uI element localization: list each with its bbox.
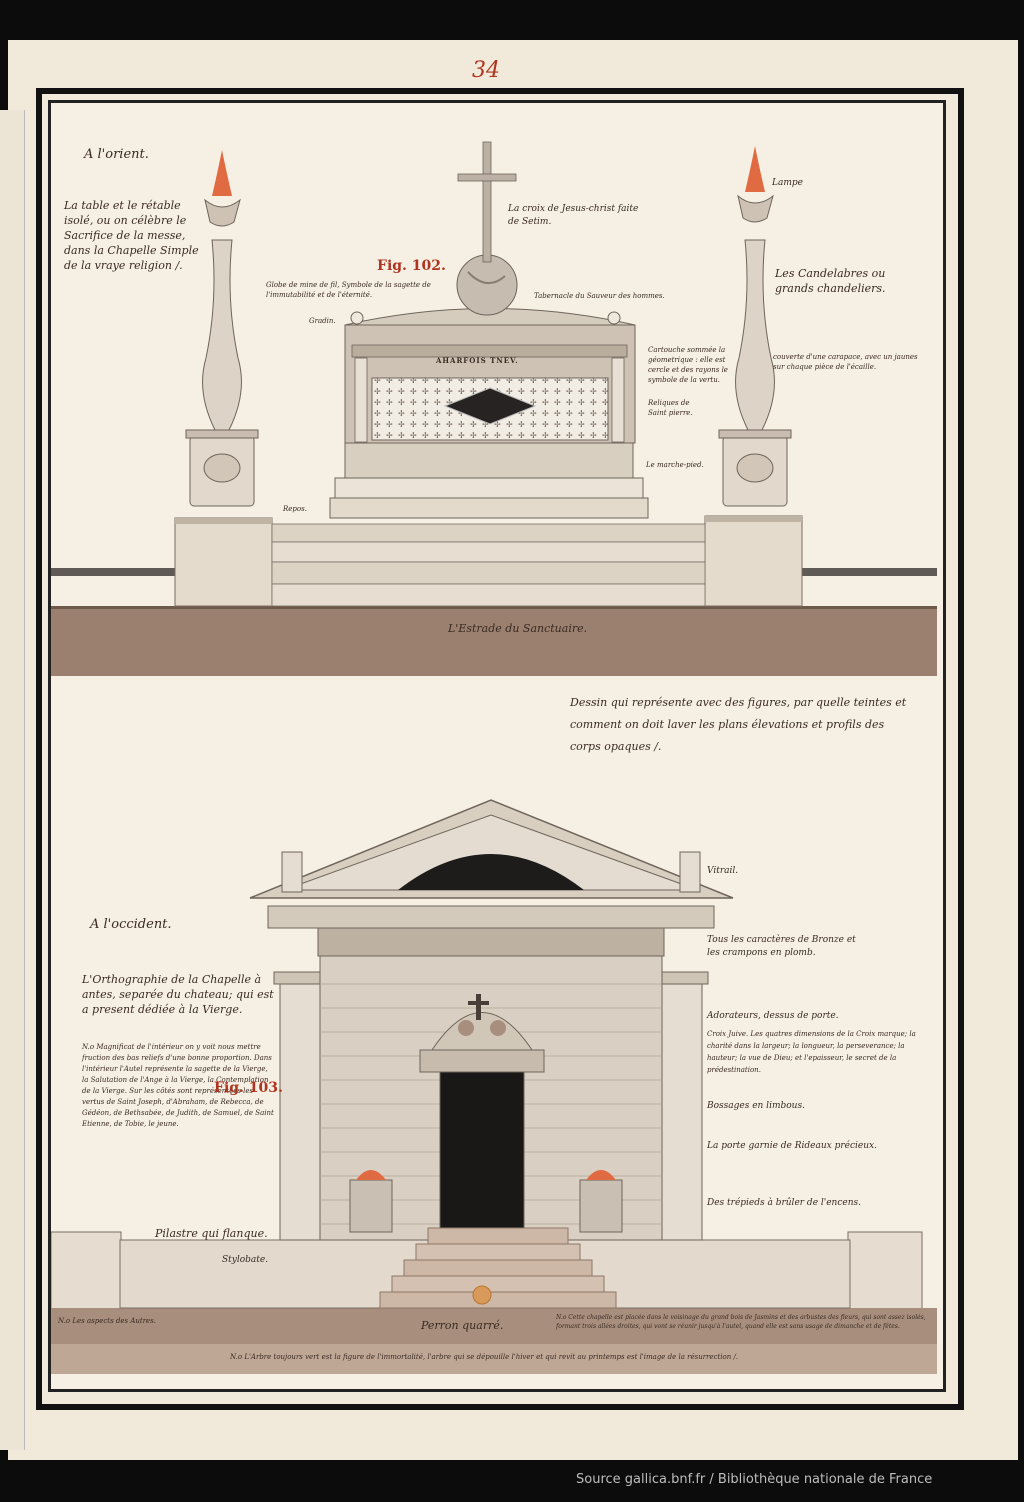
door-opening xyxy=(439,1071,525,1229)
note-vitrail: Vitrail. xyxy=(707,866,739,876)
step-2 xyxy=(271,541,706,563)
note-reliques: Reliques de Saint pierre. xyxy=(648,399,693,417)
note-caracteres: Tous les caractères de Bronze et les cra… xyxy=(707,935,856,958)
heading-orient: A l'orient. xyxy=(84,147,149,162)
note-bossages: Bossages en limbous. xyxy=(707,1101,805,1111)
left-column xyxy=(354,357,368,443)
note-couverte: couverte d'une carapace, avec un jaunes … xyxy=(773,353,918,371)
altar-marchepied xyxy=(329,497,649,519)
note-cartouche: Cartouche sommée la géometrique : elle e… xyxy=(648,346,728,384)
lunette-window xyxy=(398,854,584,890)
step-3 xyxy=(271,561,706,585)
note-orthographie: L'Orthographie de la Chapelle à antes, s… xyxy=(82,973,274,1016)
globe xyxy=(456,254,518,316)
note-table-retable: La table et le rétable isolé, ou on célè… xyxy=(64,199,199,272)
note-candelabres: Les Candelabres ou grands chandeliers. xyxy=(775,267,886,295)
cross-arm xyxy=(457,173,517,182)
heading-occident: A l'occident. xyxy=(90,917,172,932)
altar-elevation-drawing: ✢ xyxy=(51,141,937,676)
left-candelabrum xyxy=(185,150,259,507)
left-podium xyxy=(174,517,273,607)
note-tabernacle: Tabernacle du Sauveur des hommes. xyxy=(534,292,665,300)
step-4 xyxy=(271,583,706,607)
step-1 xyxy=(271,523,706,543)
right-tripod xyxy=(579,1179,623,1233)
right-podium xyxy=(704,515,803,607)
estrade-band xyxy=(51,606,937,676)
chapel-elevation-drawing xyxy=(51,799,937,1374)
altar-inscription: AHARFOIS TNEV. xyxy=(436,356,519,365)
note-stylobate: Stylobate. xyxy=(222,1255,269,1265)
note-gradin: Gradin. xyxy=(309,317,336,325)
note-pilastre: Pilastre qui flanque. xyxy=(155,1227,268,1240)
caption-dessin: Dessin qui représente avec des figures, … xyxy=(570,696,907,753)
left-tripod xyxy=(349,1179,393,1233)
note-lampe: Lampe xyxy=(772,178,803,188)
outer-frame xyxy=(36,88,964,1410)
note-adorateurs: Adorateurs, dessus de porte. xyxy=(707,1011,839,1021)
note-trepieds: Des trépieds à brûler de l'encens. xyxy=(707,1198,861,1208)
left-pilaster xyxy=(279,981,321,1241)
right-candelabrum xyxy=(718,146,792,507)
ground-band xyxy=(51,1308,937,1344)
note-croix-juive: Croix Juive. Les quatres dimensions de l… xyxy=(707,1030,916,1074)
fig-103-label: Fig. 103. xyxy=(214,1080,283,1096)
page-number: 34 xyxy=(472,58,500,83)
note-estrade: L'Estrade du Sanctuaire. xyxy=(448,622,588,635)
right-column xyxy=(611,357,625,443)
fig-102-label: Fig. 102. xyxy=(377,258,446,274)
cross-shaft xyxy=(482,141,492,263)
frieze-inscription xyxy=(317,927,665,957)
adjacent-page-edge xyxy=(0,110,25,1450)
note-globe: Globe de mine de fil, Symbole de la sage… xyxy=(266,281,431,299)
note-arbre: N.o L'Arbre toujours vert est la figure … xyxy=(230,1353,739,1361)
note-magnificat: N.o Magnificat de l'intérieur on y voit … xyxy=(82,1043,274,1128)
note-perron: Perron quarré. xyxy=(421,1319,504,1332)
note-porte: La porte garnie de Rideaux précieux. xyxy=(707,1141,877,1151)
note-voisinage: N.o Cette chapelle est placée dans le vo… xyxy=(556,1314,926,1330)
note-repos: Repos. xyxy=(283,505,307,513)
ground-ribbon xyxy=(51,1344,937,1374)
note-corner: N.o Les aspects des Autres. xyxy=(58,1317,157,1325)
source-credit[interactable]: Source gallica.bnf.fr / Bibliothèque nat… xyxy=(576,1472,933,1487)
note-marchepied: Le marche-pied. xyxy=(646,461,704,469)
right-pilaster xyxy=(661,981,703,1241)
reliquary-diamond xyxy=(443,387,537,425)
altar-table-front xyxy=(344,441,634,479)
library-stamp xyxy=(472,1285,492,1305)
note-croix: La croix de Jesus-christ faite de Setim. xyxy=(508,204,639,227)
